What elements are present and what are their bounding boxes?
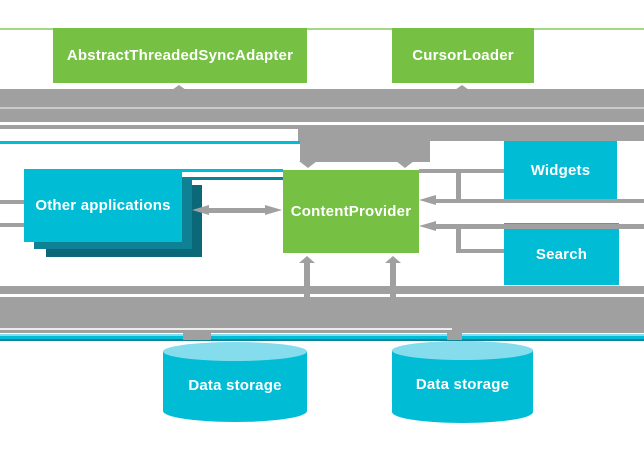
data-storage-right-body — [392, 350, 533, 423]
other-apps-arrowhead-right-icon — [265, 204, 282, 215]
data-storage-right-label: Data storage — [415, 375, 510, 393]
widgets-arrow-line-smear — [433, 198, 644, 203]
cylinder-stub-right — [447, 331, 462, 340]
search-arrowhead-icon — [419, 220, 436, 231]
cylinder-top-smear-light — [0, 333, 644, 336]
cylinder-stub-left — [183, 333, 211, 340]
storage-arrowhead-up-left-icon — [299, 256, 315, 263]
data-storage-left-body — [163, 351, 307, 422]
widgets-box: Widgets — [504, 141, 617, 199]
cursor-loader-box: CursorLoader — [392, 28, 534, 83]
cylinder-top-smear-mid — [0, 335, 644, 339]
connector-band-bottom-gap — [0, 294, 644, 297]
other-apps-arrow-shaft — [205, 208, 270, 213]
widgets-arrowhead-icon — [419, 195, 436, 205]
widgets-label: Widgets — [530, 161, 591, 179]
sync-adapter-label: AbstractThreadedSyncAdapter — [66, 47, 294, 64]
data-storage-right-top — [392, 341, 533, 360]
cylinder-top-smear-dark — [0, 338, 644, 341]
search-connector-vertical — [456, 226, 461, 252]
other-apps-label: Other applications — [35, 197, 171, 214]
cursor-loader-label: CursorLoader — [412, 47, 514, 64]
arrowhead-down-right-icon — [396, 161, 414, 168]
search-connector-bottom — [456, 248, 504, 253]
storage-arrowhead-up-right-icon — [385, 256, 401, 263]
data-storage-left-label-wrap: Data storage — [163, 370, 307, 400]
widgets-connector-top — [419, 169, 504, 173]
other-apps-arrowhead-left-icon — [192, 204, 209, 215]
data-storage-left-label: Data storage — [188, 376, 282, 394]
search-label: Search — [535, 245, 588, 263]
connector-band-gap — [0, 122, 644, 125]
connector-band-right — [298, 125, 644, 141]
connector-band-faint-gap — [0, 107, 644, 109]
connector-block-center — [300, 139, 430, 162]
search-box: Search — [504, 223, 619, 285]
cursor-loader-connector-stub — [455, 85, 469, 90]
storage-shaft-right — [390, 262, 396, 297]
content-provider-box: ContentProvider — [283, 170, 419, 253]
connector-band-bottom-gap-2 — [0, 328, 452, 330]
sync-adapter-connector-stub — [172, 85, 186, 90]
data-storage-left-top — [163, 342, 307, 361]
arrowhead-down-left-icon — [299, 161, 317, 168]
data-storage-right-label-wrap: Data storage — [392, 369, 533, 399]
connector-band-top — [0, 89, 644, 122]
other-apps-box: Other applications — [24, 169, 182, 242]
left-edge-stub-lower — [0, 222, 24, 227]
connector-band-bottom — [0, 286, 644, 333]
storage-shaft-left — [304, 262, 310, 297]
sync-adapter-box: AbstractThreadedSyncAdapter — [53, 28, 307, 83]
top-edge-line — [0, 28, 644, 30]
search-arrow-line-smear — [433, 224, 644, 229]
widgets-connector-vertical — [456, 170, 461, 201]
left-edge-stub-upper — [0, 199, 24, 204]
content-provider-label: ContentProvider — [290, 203, 412, 220]
widgets-top-edge-smear — [0, 141, 300, 144]
